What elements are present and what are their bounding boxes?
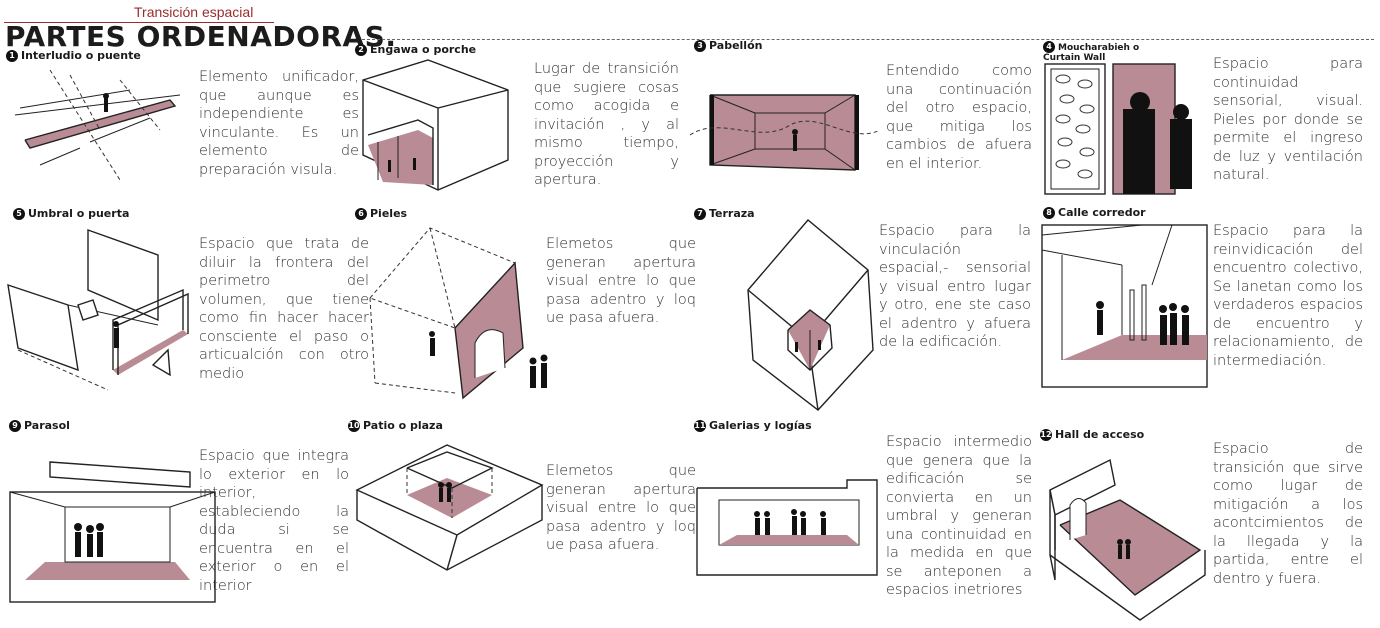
porch-illustration [362, 59, 509, 191]
access-hall-illustration [1049, 458, 1206, 621]
street-corridor-illustration [1041, 224, 1208, 388]
item-4-title: Moucharabieh o Curtain Wall [1043, 43, 1140, 63]
item-9-description: Espacio que integra lo exterior en lo in… [199, 448, 349, 594]
page-title: PARTES ORDENADORAS. [5, 20, 397, 53]
item-10-number: 10 [348, 420, 360, 432]
item-5-number: 5 [13, 208, 25, 220]
item-3-title: Pabellón [709, 39, 763, 52]
item-11-title: Galerias y logías [709, 419, 812, 432]
item-3-description: Entendido como una continuación del otro… [886, 63, 1032, 172]
item-5-description: Espacio que trata de diluir la frontera … [199, 236, 369, 382]
item-12-number: 12 [1040, 429, 1052, 441]
item-1-number: 1 [6, 50, 18, 62]
item-10-title: Patio o plaza [363, 419, 443, 432]
gallery-illustration [696, 479, 878, 576]
item-9-number: 9 [9, 420, 21, 432]
parasol-illustration [9, 461, 216, 603]
item-7-description: Espacio para la vinculación espacial,- s… [879, 223, 1031, 350]
item-1-description: Elemento unificador, que aunque es indep… [199, 69, 359, 178]
item-4-number: 4 [1043, 41, 1055, 53]
item-10-description: Elemetos que generan apertura visual ent… [546, 463, 696, 553]
pavilion-illustration [689, 94, 881, 171]
curtain-wall-illustration [1044, 63, 1192, 195]
item-9-title: Parasol [24, 419, 70, 432]
item-3-number: 3 [694, 40, 706, 52]
item-8-description: Espacio para la reinvidicación del encue… [1213, 223, 1363, 369]
item-5-title: Umbral o puerta [28, 207, 130, 220]
item-1-title: Interludio o puente [21, 49, 141, 62]
kicker-underline [4, 22, 274, 23]
bridge-illustration [14, 69, 181, 181]
item-8-title: Calle corredor [1058, 206, 1146, 219]
item-12-description: Espacio de transición que sirve como lug… [1213, 441, 1363, 587]
item-12-title: Hall de acceso [1055, 428, 1145, 441]
item-6-number: 6 [355, 208, 367, 220]
terrace-illustration [747, 219, 874, 411]
threshold-illustration [7, 229, 189, 391]
item-2-description: Lugar de transición que sugiere cosas co… [534, 61, 679, 188]
item-2-title: Engawa o porche [370, 43, 477, 56]
header-kicker: Transición espacial [134, 4, 254, 20]
item-6-title: Pieles [370, 207, 408, 220]
skins-illustration [369, 227, 548, 400]
item-7-title: Terraza [709, 207, 755, 220]
item-4-description: Espacio para continuidad sensorial, visu… [1213, 56, 1363, 183]
header-dashed-divider [362, 39, 1374, 40]
item-11-description: Espacio intermedio que genera que la edi… [886, 434, 1032, 598]
patio-illustration [355, 444, 544, 571]
item-2-number: 2 [355, 44, 367, 56]
item-11-number: 11 [694, 420, 706, 432]
item-7-number: 7 [694, 208, 706, 220]
item-8-number: 8 [1043, 207, 1055, 219]
item-6-description: Elemetos que generan apertura visual ent… [546, 236, 696, 326]
